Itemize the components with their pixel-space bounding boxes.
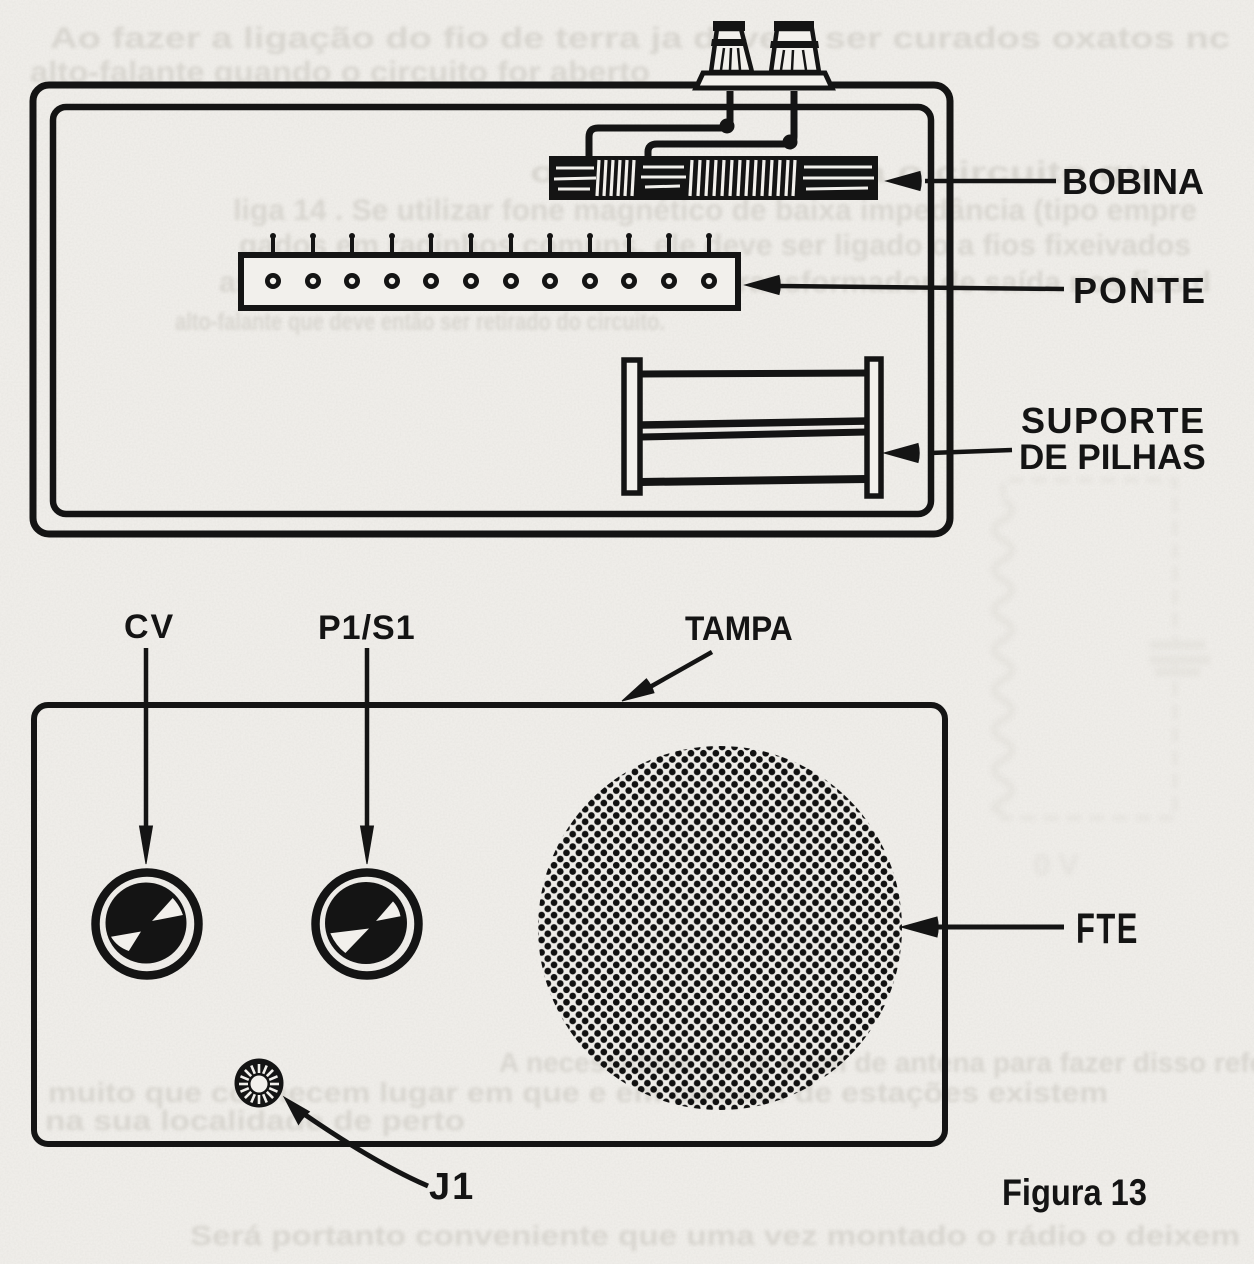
svg-text:Será portanto conveniente que: Será portanto conveniente que uma vez mo… (190, 1220, 1240, 1251)
svg-text:CV: CV (124, 608, 175, 646)
svg-text:na sua localidade de perto: na sua localidade de perto (45, 1105, 465, 1136)
svg-text:BOBINA: BOBINA (1062, 161, 1204, 202)
svg-text:P1/S1: P1/S1 (318, 609, 416, 647)
svg-text:PONTE: PONTE (1073, 270, 1207, 311)
svg-text:DE PILHAS: DE PILHAS (1019, 438, 1206, 477)
svg-text:muito que conhecem lugar em qu: muito que conhecem lugar em que e em com… (48, 1077, 1108, 1108)
svg-text:Ao fazer a ligação do fio de t: Ao fazer a ligação do fio de terra ja de… (50, 22, 1230, 55)
svg-text:TAMPA: TAMPA (685, 609, 793, 647)
svg-text:0 V: 0 V (1033, 849, 1078, 882)
svg-text:Figura 13: Figura 13 (1002, 1172, 1147, 1214)
svg-text:FTE: FTE (1076, 904, 1139, 952)
svg-text:alto-falante que deve então se: alto-falante que deve então ser retirado… (175, 308, 665, 336)
svg-text:SUPORTE: SUPORTE (1021, 400, 1206, 441)
svg-text:J1: J1 (429, 1166, 475, 1208)
